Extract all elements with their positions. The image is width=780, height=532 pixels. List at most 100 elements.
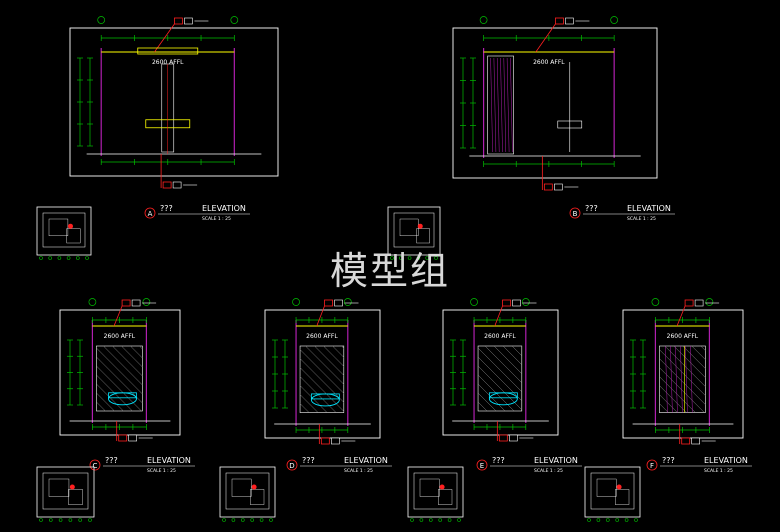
elevation-b-tag-box bbox=[543, 183, 553, 191]
elevation-c-hatch-line bbox=[96, 401, 106, 412]
elevation-e-grid-bubble-left bbox=[470, 298, 478, 306]
elevation-d-grid-bubble-left bbox=[292, 298, 300, 306]
elevation-e-marker-letter: E bbox=[480, 462, 484, 470]
elevation-f-marker bbox=[646, 459, 658, 471]
keyplan-e-keyplan-grid-bubble bbox=[447, 518, 452, 522]
keyplan-e-keyplan-grid-bubble bbox=[428, 518, 433, 522]
elevation-d-panel bbox=[299, 345, 345, 413]
elevation-e-hatch-line bbox=[477, 392, 497, 412]
elevation-a-grid-bubble-right bbox=[230, 16, 239, 24]
elevation-d-hatch-line bbox=[299, 403, 310, 413]
elevation-d-hatch-line bbox=[299, 367, 344, 412]
elevation-a-tag-box-2 bbox=[184, 17, 193, 25]
keyplan-f-keyplan-grid-bubble bbox=[634, 518, 638, 522]
elevation-b-panel-grain bbox=[493, 57, 497, 153]
keyplan-b-keyplan-grid-bubble bbox=[390, 256, 394, 260]
elevation-a-tag-box-2 bbox=[172, 181, 182, 189]
elevation-e-tag-box bbox=[502, 299, 511, 307]
elevation-c-grid-bubble-left bbox=[88, 298, 97, 306]
elevation-d-hatch-line bbox=[332, 345, 344, 358]
keyplan-f-keyplan-grid-bubble bbox=[596, 518, 601, 522]
keyplan-a-keyplan-room bbox=[42, 212, 86, 248]
keyplan-a-keyplan-grid-bubble bbox=[76, 256, 80, 260]
elevation-c-tag-box-2 bbox=[128, 434, 137, 442]
elevation-c-scale: SCALE 1 : 25 bbox=[147, 468, 176, 474]
elevation-d-hatch-line bbox=[299, 358, 344, 403]
elevation-f-tag-box bbox=[684, 299, 694, 307]
elevation-d-ceiling-label: 2600 AFFL bbox=[306, 333, 338, 340]
elevation-f-hatch-line bbox=[691, 345, 706, 360]
keyplan-f-keyplan-grid-bubble bbox=[615, 518, 620, 522]
keyplan-d-keyplan-grid-bubble bbox=[241, 518, 245, 522]
elevation-e-panel bbox=[477, 345, 523, 412]
elevation-c-leader-top bbox=[113, 305, 123, 327]
keyplan-c-keyplan-grid-bubble bbox=[88, 518, 92, 522]
keyplan-c-keyplan-room bbox=[42, 472, 89, 510]
keyplan-a-keyplan-grid-bubble bbox=[85, 256, 89, 260]
watermark: 模型组 bbox=[329, 249, 450, 293]
elevation-b-marker-letter: B bbox=[573, 210, 578, 218]
elevation-a-bulkhead bbox=[137, 47, 199, 55]
elevation-f-tag-box bbox=[681, 437, 691, 445]
elevation-c-hatch-line bbox=[96, 347, 143, 395]
elevation-f-panel-grain bbox=[685, 345, 688, 413]
elevation-f-hatch-line bbox=[700, 345, 706, 351]
elevation-d-tag-box-2 bbox=[334, 299, 343, 307]
elevation-d-hatch-line bbox=[305, 345, 344, 385]
keyplan-f-keyplan-block bbox=[596, 478, 617, 497]
elevation-d-hatch-line bbox=[299, 349, 344, 394]
elevation-b-fixture bbox=[557, 120, 583, 129]
elevation-d-marker-letter: D bbox=[289, 462, 294, 470]
keyplan-b-keyplan-frame bbox=[387, 206, 441, 256]
keyplan-d-keyplan-grid-bubble bbox=[259, 518, 264, 522]
elevation-c-ceiling-label: 2600 AFFL bbox=[104, 333, 136, 340]
keyplan-c-keyplan-grid-bubble bbox=[78, 518, 82, 522]
keyplan-b-keyplan-grid-bubble bbox=[407, 256, 412, 260]
elevation-f-hatch-line bbox=[659, 385, 687, 413]
elevation-f-grid-bubble-right bbox=[705, 298, 714, 306]
elevation-d-scale: SCALE 1 : 25 bbox=[344, 468, 373, 474]
keyplan-f-keyplan-grid-bubble bbox=[605, 518, 610, 522]
elevation-a-frame bbox=[69, 27, 279, 177]
keyplan-e-keyplan-grid-bubble bbox=[457, 518, 461, 522]
elevation-a-tag-box bbox=[174, 17, 183, 25]
keyplan-f-keyplan-grid-bubble bbox=[587, 518, 591, 522]
elevation-b-frame bbox=[452, 27, 658, 179]
elevation-c-grid-bubble-right bbox=[142, 298, 151, 306]
elevation-f-tag-box-2 bbox=[694, 299, 704, 307]
elevation-e-title: ??? bbox=[492, 456, 505, 465]
elevation-b-panel bbox=[487, 55, 514, 155]
elevation-e-hatch-line bbox=[477, 365, 522, 410]
elevation-d-tag-box bbox=[324, 299, 333, 307]
elevation-c-hatch-line bbox=[112, 345, 143, 377]
keyplan-c-keyplan-grid-bubble bbox=[68, 518, 73, 522]
keyplan-d-keyplan-grid-bubble bbox=[250, 518, 254, 522]
elevation-c-hatch-line bbox=[130, 345, 143, 359]
keyplan-e-keyplan-frame bbox=[407, 466, 464, 518]
keyplan-d-keyplan-grid-bubble bbox=[231, 518, 236, 522]
keyplan-b-keyplan-grid-bubble bbox=[434, 256, 438, 260]
elevation-a-ceiling-label: 2600 AFFL bbox=[152, 59, 184, 66]
keyplan-f-keyplan-grid-bubble bbox=[624, 518, 629, 522]
elevation-e-tag-box-2 bbox=[509, 434, 518, 442]
keyplan-c-keyplan-grid-bubble bbox=[58, 518, 63, 522]
elevation-e-basin bbox=[488, 392, 518, 406]
keyplan-a-keyplan-grid-bubble bbox=[57, 256, 62, 260]
keyplan-b-keyplan-room bbox=[393, 212, 435, 248]
elevation-e-scale: SCALE 1 : 25 bbox=[534, 468, 563, 474]
keyplan-c-keyplan-grid-bubble bbox=[48, 518, 53, 522]
elevation-c-marker bbox=[89, 459, 101, 471]
keyplan-a-keyplan-grid-bubble bbox=[48, 256, 53, 260]
elevation-a-tag-box bbox=[162, 181, 172, 189]
elevation-e-leader-top bbox=[494, 305, 503, 327]
elevation-b-panel-grain bbox=[496, 57, 500, 153]
keyplan-a-keyplan-block bbox=[48, 218, 69, 236]
elevation-e-hatch-line bbox=[484, 345, 522, 383]
keyplan-f-keyplan-block-2 bbox=[615, 489, 630, 505]
elevation-b-leader-top bbox=[535, 23, 556, 53]
elevation-f-panel-grain bbox=[690, 345, 693, 413]
elevation-f-panel-grain bbox=[680, 345, 683, 413]
keyplan-a-keyplan-grid-bubble bbox=[66, 256, 71, 260]
keyplan-e-keyplan-room bbox=[413, 472, 458, 510]
